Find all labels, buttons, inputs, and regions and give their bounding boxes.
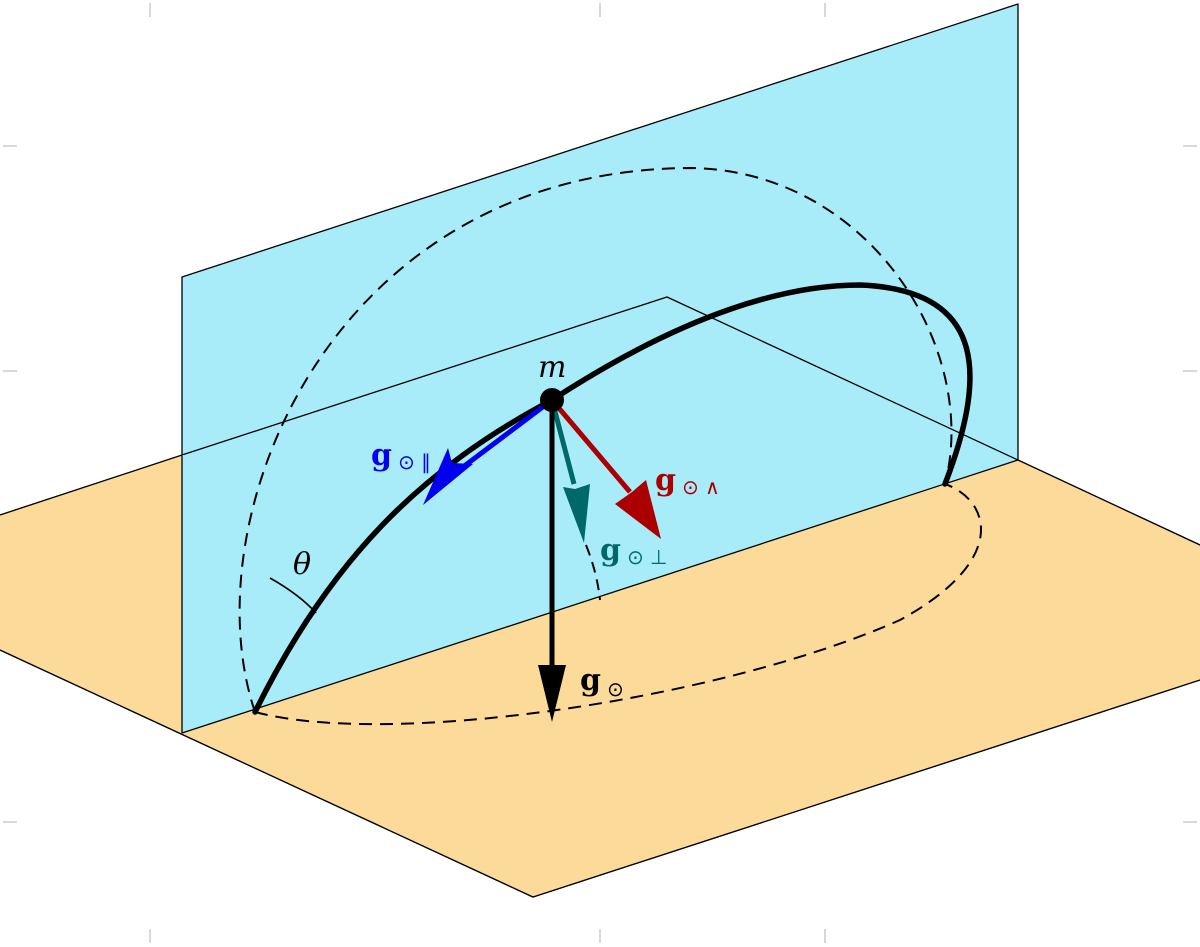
dashed-ground-ellipse: [254, 483, 982, 726]
g-parallel-vector: [423, 398, 554, 505]
g-parallel-label: g ⊙ ∥: [371, 438, 431, 474]
dashed-short-segment: [585, 544, 601, 601]
ground-plane-back-edge: [181, 296, 1019, 461]
g-wedge-vector: [550, 398, 661, 539]
mass-label: m: [538, 350, 566, 385]
orbit-plane-front-part: [182, 455, 1018, 733]
g-wedge-label: g ⊙ ∧: [655, 463, 720, 499]
frame-ticks: [3, 3, 1197, 943]
trajectory-curve: [252, 282, 973, 715]
g-total-vector: [538, 400, 566, 722]
angle-theta-label: θ: [293, 547, 311, 582]
dashed-vertical-arc: [238, 166, 953, 713]
g-perp-vector: [549, 399, 590, 543]
mass-point: [540, 388, 564, 412]
g-perp-label: g ⊙ ⊥: [600, 533, 668, 569]
plane-edges: [0, 454, 1200, 898]
g-total-label: g ⊙: [580, 663, 624, 701]
